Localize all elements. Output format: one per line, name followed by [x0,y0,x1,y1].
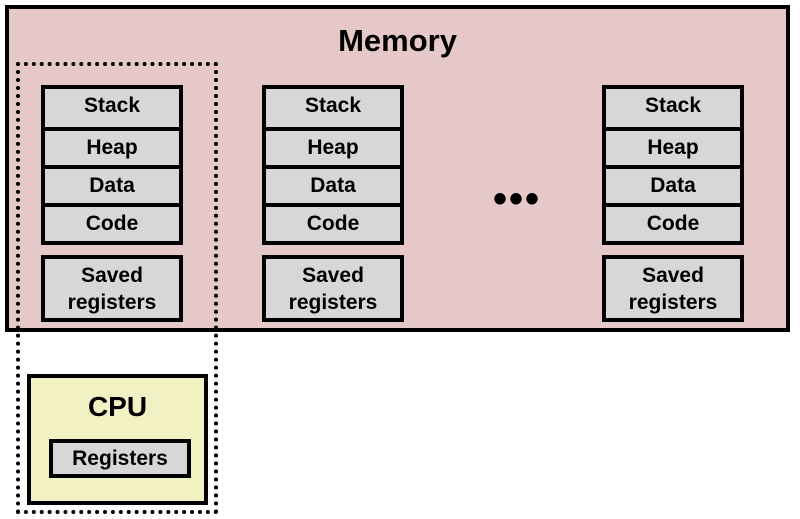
segment-stack: Stack [266,89,400,127]
process-column-1: Stack Heap Data Code Saved registers [41,85,183,322]
address-space-segments-2: Stack Heap Data Code [262,85,404,245]
saved-registers-box-2: Saved registers [262,255,404,322]
segment-code: Code [606,203,740,241]
process-continuation-ellipsis: ••• [492,177,541,221]
segment-stack: Stack [606,89,740,127]
address-space-segments-3: Stack Heap Data Code [602,85,744,245]
memory-title: Memory [338,23,457,58]
saved-registers-box-3: Saved registers [602,255,744,322]
saved-registers-line-1: Saved [642,263,704,287]
segment-heap: Heap [606,127,740,165]
cpu-title: CPU [87,391,148,422]
process-column-2: Stack Heap Data Code Saved registers [262,85,404,322]
segment-heap: Heap [266,127,400,165]
segment-stack: Stack [45,89,179,127]
saved-registers-box-1: Saved registers [41,255,183,322]
segment-code: Code [45,203,179,241]
cpu-box: CPU Registers [27,374,208,505]
segment-data: Data [266,165,400,203]
saved-registers-line-2: registers [67,290,157,314]
segment-data: Data [45,165,179,203]
saved-registers-line-1: Saved [302,263,364,287]
saved-registers-line-2: registers [628,290,718,314]
segment-heap: Heap [45,127,179,165]
process-column-3: Stack Heap Data Code Saved registers [602,85,744,322]
saved-registers-line-1: Saved [81,263,143,287]
cpu-registers-box: Registers [49,439,191,478]
address-space-segments-1: Stack Heap Data Code [41,85,183,245]
segment-data: Data [606,165,740,203]
saved-registers-line-2: registers [288,290,378,314]
segment-code: Code [266,203,400,241]
